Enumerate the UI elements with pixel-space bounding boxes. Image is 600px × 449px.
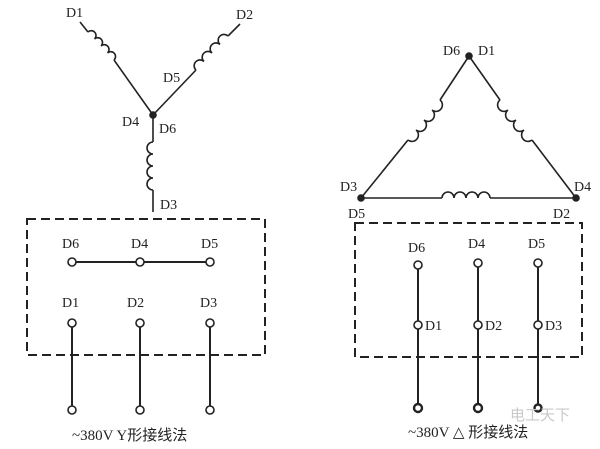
label-d5: D5 [163,71,180,86]
coil-icon [193,33,229,71]
delta-terminal-d6: D6 [408,241,425,256]
star-terminal-box [26,218,266,356]
delta-connection: D6 D1 D3 D5 D4 D2 D6 D4 D5 D1 D2 D3 ~380… [340,44,591,441]
star-connection: D1 D2 D5 D4 D6 D3 D6 D4 D5 D1 D2 D3 ~380… [26,6,266,444]
label-d2: D2 [236,8,253,23]
delta-terminal-d1: D1 [425,319,442,334]
coil-icon [146,141,154,191]
star-terminal-d3: D3 [200,296,217,311]
label-d3: D3 [340,180,357,195]
label-d1: D1 [66,6,83,21]
star-terminal-d5: D5 [201,237,218,252]
star-terminal-d6: D6 [62,237,79,252]
delta-terminals [412,258,543,414]
coil-symbols [87,29,533,199]
coil-icon [87,29,117,61]
delta-windings [360,55,577,199]
star-terminal-d1: D1 [62,296,79,311]
delta-terminal-d4: D4 [468,237,485,252]
delta-terminal-box [354,222,583,358]
star-windings [79,21,241,212]
delta-terminal-d5: D5 [528,237,545,252]
label-d1: D1 [478,44,495,59]
star-caption: ~380V Y形接线法 [72,427,187,444]
label-d5: D5 [348,207,365,222]
coil-icon [407,99,444,143]
star-terminals [67,257,215,415]
delta-terminal-d3: D3 [545,319,562,334]
label-d6: D6 [443,44,460,59]
delta-terminal-d2: D2 [485,319,502,334]
star-terminal-d4: D4 [131,237,148,252]
label-d4: D4 [574,180,591,195]
watermark-logo: 电工天下 [510,406,570,424]
label-d2: D2 [553,207,570,222]
star-center-node [149,111,157,119]
label-d6: D6 [159,122,176,137]
star-terminal-d2: D2 [127,296,144,311]
delta-caption: ~380V △ 形接线法 [408,424,528,441]
coil-icon [441,191,491,199]
label-d4: D4 [122,115,139,130]
label-d3: D3 [160,198,177,213]
coil-icon [496,99,533,143]
